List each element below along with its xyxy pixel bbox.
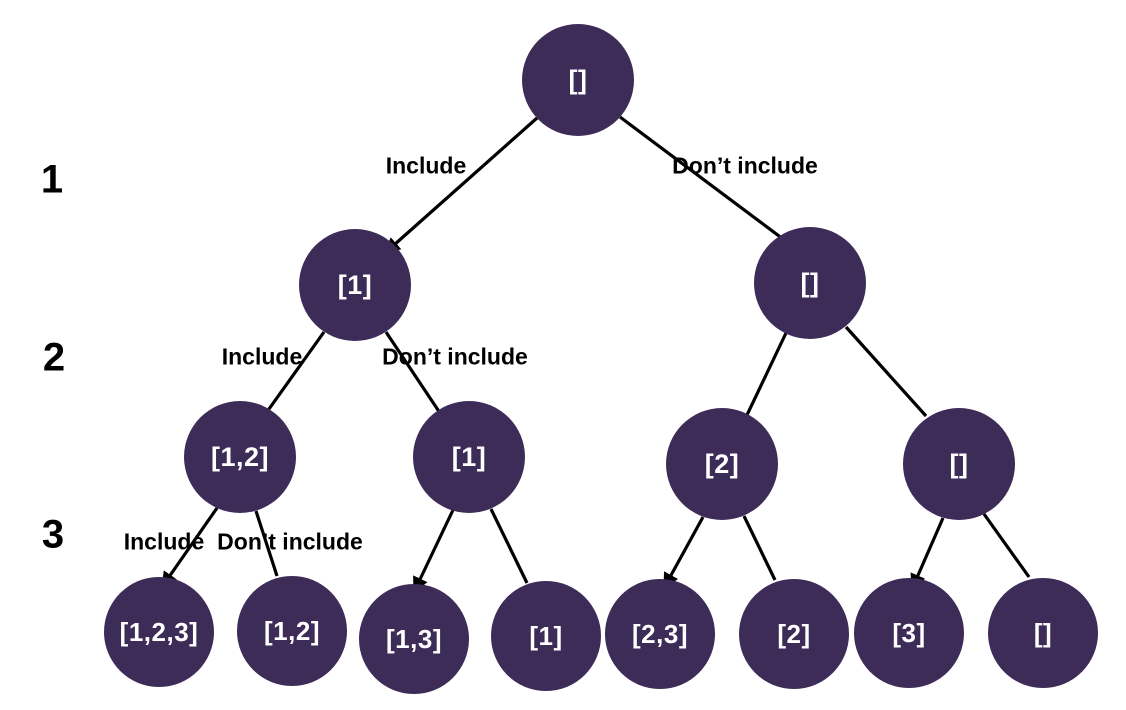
edge-l2b-include <box>412 509 455 594</box>
edge-label-level3-include: Include <box>123 528 205 555</box>
edge-label-level2-include: Include <box>221 343 303 370</box>
edge-l2d-dont-include <box>982 513 1031 578</box>
tree-node-leaf-2: [2] <box>739 579 849 689</box>
edge-label-level3-dont-include: Don’t include <box>217 528 363 555</box>
tree-node-leaf-23: [2,3] <box>605 579 715 689</box>
tree-node-l2-12: [1,2] <box>184 401 296 513</box>
tree-node-root: [] <box>522 24 634 136</box>
level-label-2: 2 <box>42 335 66 380</box>
edge-label-level2-dont-include: Don’t include <box>382 343 528 370</box>
edge-l2a-dont-include <box>254 510 279 577</box>
tree-node-leaf-13: [1,3] <box>359 584 469 694</box>
level-label-1: 1 <box>40 157 64 202</box>
edge-root-dont-include <box>619 115 805 256</box>
tree-node-l2-1: [1] <box>413 401 525 513</box>
tree-node-l2-empty: [] <box>903 408 1015 520</box>
tree-node-l1-exclude: [] <box>754 227 866 339</box>
edge-l1b-dont-include <box>844 325 928 418</box>
edge-l2d-include <box>910 517 945 591</box>
edge-l1a-dont-include <box>384 331 444 417</box>
tree-node-leaf-123: [1,2,3] <box>104 577 214 687</box>
tree-node-leaf-3: [3] <box>854 578 964 688</box>
tree-node-l2-2: [2] <box>666 408 778 520</box>
edge-l2c-include <box>662 516 705 590</box>
edge-label-level1-include: Include <box>385 152 467 179</box>
edge-root-include <box>383 116 539 255</box>
tree-node-leaf-12: [1,2] <box>237 576 347 686</box>
tree-node-l1-include: [1] <box>299 229 411 341</box>
tree-node-leaf-1: [1] <box>491 581 601 691</box>
edge-l2a-include <box>160 507 219 589</box>
edge-label-level1-dont-include: Don’t include <box>672 152 818 179</box>
edge-l2b-dont-include <box>489 508 529 584</box>
edge-l2c-dont-include <box>742 515 777 581</box>
level-label-3: 3 <box>41 512 65 557</box>
tree-node-leaf-empty: [] <box>988 578 1098 688</box>
